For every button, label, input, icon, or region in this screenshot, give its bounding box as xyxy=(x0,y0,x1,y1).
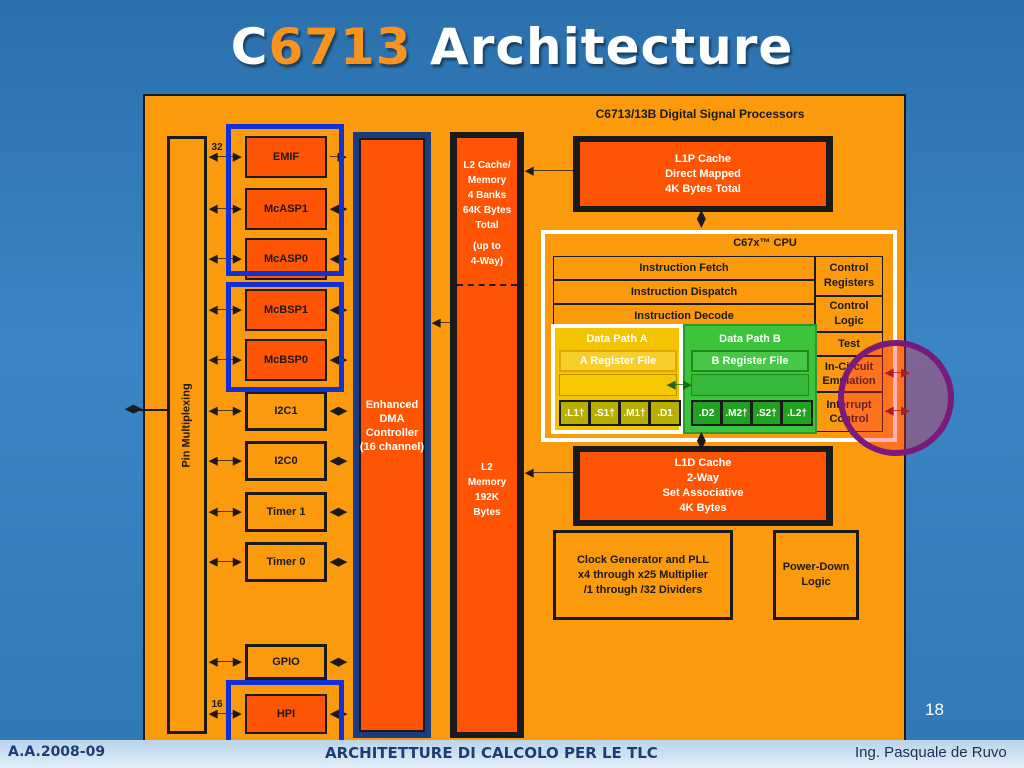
timer1-block: Timer 1 xyxy=(245,492,327,532)
l2-l1p-arrow: ◀───────▶ xyxy=(525,165,597,177)
emif-left-arrow: ◀──▶ xyxy=(209,151,242,163)
mcbsp0-right-arrow: ◀▶ xyxy=(330,354,347,366)
mcbsp1-right-arrow: ◀▶ xyxy=(330,304,347,316)
footer-left: A.A.2008-09 xyxy=(8,744,106,760)
i2c0-left-arrow: ◀──▶ xyxy=(209,455,242,467)
timer0-block: Timer 0 xyxy=(245,542,327,582)
emif-block: EMIF xyxy=(242,133,330,181)
highlight-emif-mcasp xyxy=(226,124,344,276)
footer-center: ARCHITETTURE DI CALCOLO PER LE TLC xyxy=(325,744,658,762)
timer1-right-arrow: ◀▶ xyxy=(330,506,347,518)
hpi-block: HPI xyxy=(242,691,330,737)
i2c1-right-arrow: ◀▶ xyxy=(330,405,347,417)
unit-m2: .M2† xyxy=(721,400,752,426)
unit-d2: .D2 xyxy=(691,400,722,426)
l2-divider xyxy=(457,284,517,286)
cross-path-arrow: ◀─▶ xyxy=(667,379,692,391)
data-path-a-label: Data Path A xyxy=(586,333,648,345)
interrupt-highlight-circle xyxy=(838,340,954,456)
mcbsp0-block: McBSP0 xyxy=(242,336,330,384)
mcasp1-left-arrow: ◀──▶ xyxy=(209,203,242,215)
page-number: 18 xyxy=(925,700,944,719)
mcbsp1-block: McBSP1 xyxy=(242,286,330,334)
bus-width-32: 32 xyxy=(211,142,223,153)
pin-external-bus xyxy=(127,409,167,411)
a-register-cells xyxy=(559,374,677,396)
data-path-b-label: Data Path B xyxy=(719,333,781,345)
footer-right: Ing. Pasquale de Ruvo xyxy=(855,744,1007,761)
highlight-hpi xyxy=(226,680,344,746)
mcasp1-right-arrow: ◀▶ xyxy=(330,203,347,215)
timer1-left-arrow: ◀──▶ xyxy=(209,506,242,518)
gpio-right-arrow: ◀▶ xyxy=(330,656,347,668)
emif-right-arrow: ─▶ xyxy=(330,151,347,163)
l2-l1d-arrow: ◀───────▶ xyxy=(525,467,597,479)
unit-d1: .D1 xyxy=(649,400,681,426)
title-highlight: 6713 xyxy=(268,18,412,76)
unit-m1: .M1† xyxy=(619,400,650,426)
unit-s2: .S2† xyxy=(751,400,782,426)
i2c1-left-arrow: ◀──▶ xyxy=(209,405,242,417)
i2c1-block: I2C1 xyxy=(245,391,327,431)
bus-width-16: 16 xyxy=(211,699,223,710)
unit-s1: .S1† xyxy=(589,400,620,426)
i2c0-right-arrow: ◀▶ xyxy=(330,455,347,467)
pin-external-arrow: ◀▶ xyxy=(125,403,142,415)
gpio-block: GPIO xyxy=(245,644,327,680)
i2c0-block: I2C0 xyxy=(245,441,327,481)
pin-multiplexing-block xyxy=(167,136,207,734)
hpi-right-arrow: ◀▶ xyxy=(330,708,347,720)
timer0-left-arrow: ◀──▶ xyxy=(209,556,242,568)
dma-controller-block xyxy=(359,138,425,732)
pin-multiplexing-label: Pin Multiplexing xyxy=(180,383,193,468)
footer-bar xyxy=(0,740,1024,768)
instruction-fetch: Instruction Fetch xyxy=(553,256,815,280)
diagram-header: C6713/13B Digital Signal Processors xyxy=(595,107,805,121)
l2-memory-block xyxy=(457,138,517,732)
slide-title: C6713 Architecture xyxy=(230,18,794,76)
mcasp0-right-arrow: ◀▶ xyxy=(330,253,347,265)
a-register-file: A Register File xyxy=(559,350,677,372)
cpu-title: C67x™ CPU xyxy=(733,237,797,249)
mcbsp0-left-arrow: ◀──▶ xyxy=(209,354,242,366)
mcbsp1-left-arrow: ◀──▶ xyxy=(209,304,242,316)
gpio-left-arrow: ◀──▶ xyxy=(209,656,242,668)
unit-l2: .L2† xyxy=(781,400,813,426)
mcasp0-left-arrow: ◀──▶ xyxy=(209,253,242,265)
timer0-right-arrow: ◀▶ xyxy=(330,556,347,568)
architecture-diagram: C6713/13B Digital Signal Processors Pin … xyxy=(125,94,910,750)
mcasp1-block: McASP1 xyxy=(242,185,330,233)
instruction-dispatch: Instruction Dispatch xyxy=(553,280,815,304)
b-register-cells xyxy=(691,374,809,396)
l1p-cpu-arrow: ◀▶ xyxy=(695,210,708,228)
highlight-mcbsp xyxy=(226,282,344,392)
hpi-left-arrow: ◀──▶ xyxy=(209,708,242,720)
dma-l2-arrow: ◀──▶ xyxy=(432,317,465,329)
b-register-file: B Register File xyxy=(691,350,809,372)
unit-l1: .L1† xyxy=(559,400,590,426)
cpu-highlight-box xyxy=(541,230,897,442)
